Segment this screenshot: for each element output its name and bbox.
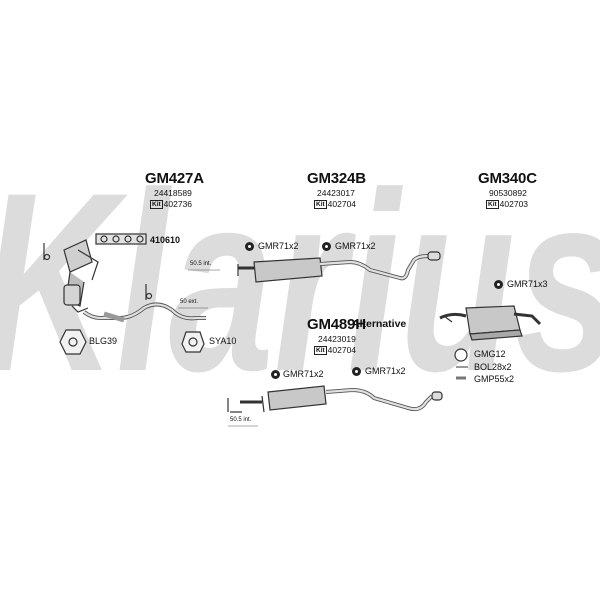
kit-badge: Kit [150, 199, 163, 209]
rubber-mount-icon [322, 242, 331, 251]
rubber-mount-icon [271, 370, 280, 379]
dimension-int-alt: 50.5 int. [230, 417, 252, 423]
alternative-label: Alternative [352, 318, 407, 330]
alternative-silencer [227, 385, 443, 413]
rubber-mount-icon [352, 367, 361, 376]
kit-badge: Kit [314, 345, 327, 355]
label-gmr-front-b: GMR71x2 [335, 241, 376, 251]
label-410610: 410610 [150, 235, 181, 245]
kit-gm340c: Kit 402703 [486, 199, 528, 209]
label-sya10: SYA10 [209, 336, 237, 346]
part-code-gm324b: GM324B [307, 170, 366, 187]
kit-number-gm489h: 402704 [327, 345, 357, 355]
label-blg39: BLG39 [89, 336, 118, 346]
part-code-gm340c: GM340C [478, 170, 537, 187]
manifold-gasket [95, 233, 147, 245]
label-gmr-rear: GMR71x3 [507, 279, 548, 289]
gasket-blg39 [59, 329, 87, 355]
label-bol: BOL28x2 [474, 362, 512, 372]
kit-number-gm427a: 402736 [163, 199, 193, 209]
kit-badge: Kit [486, 199, 499, 209]
oe-number-gm340c: 90530892 [489, 188, 527, 198]
oe-number-gm489h: 24423019 [318, 334, 356, 344]
oe-number-gm427a: 24418589 [154, 188, 192, 198]
rear-silencer [439, 305, 542, 341]
kit-gm489h: Kit 402704 [314, 345, 356, 355]
flange-sya10 [181, 331, 205, 353]
middle-silencer [237, 251, 441, 283]
label-gmr-alt-b: GMR71x2 [365, 366, 406, 376]
front-pipe [82, 284, 206, 323]
label-gmr-alt-a: GMR71x2 [283, 369, 324, 379]
rubber-mount-icon [245, 242, 254, 251]
rubber-mount-icon [494, 280, 503, 289]
oe-number-gm324b: 24423017 [317, 188, 355, 198]
kit-number-gm340c: 402703 [499, 199, 529, 209]
part-code-gm427a: GM427A [145, 170, 204, 187]
label-gmp: GMP55x2 [474, 374, 515, 384]
dimension-int-front: 50.5 int. [190, 261, 212, 267]
gmg12-ring [454, 348, 468, 362]
part-code-gm489h: GM489H [307, 316, 366, 333]
kit-number-gm324b: 402704 [327, 199, 357, 209]
kit-gm427a: Kit 402736 [150, 199, 192, 209]
dimension-ext-front: 50 ext. [180, 299, 199, 305]
kit-badge: Kit [314, 199, 327, 209]
label-gmg12: GMG12 [474, 349, 506, 359]
kit-gm324b: Kit 402704 [314, 199, 356, 209]
manifold-catalyst [43, 239, 99, 313]
label-gmr-front-a: GMR71x2 [258, 241, 299, 251]
